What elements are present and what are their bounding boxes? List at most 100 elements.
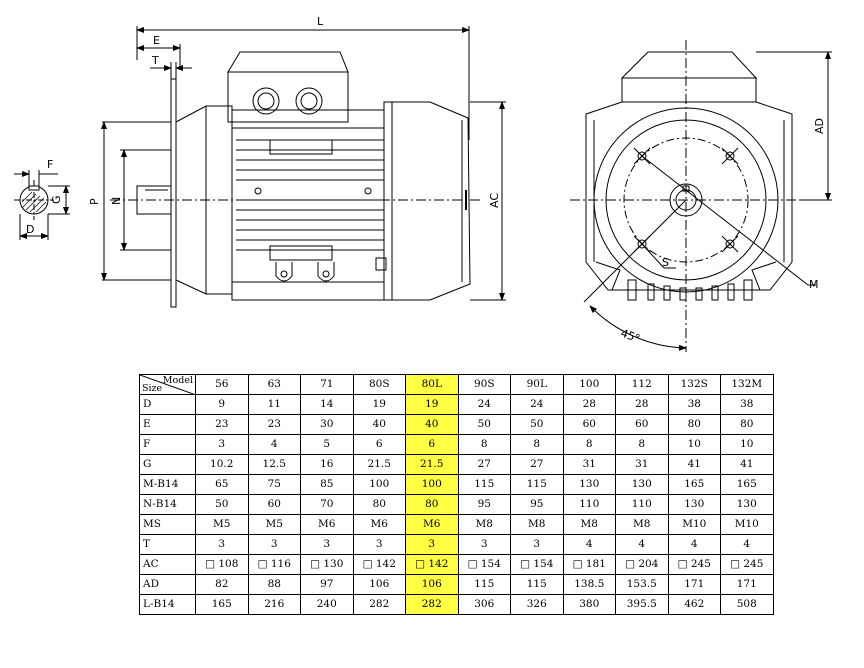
table-cell: □ 204 (615, 554, 669, 575)
table-cell: 10 (667, 434, 721, 455)
row-label-cell: L-B14 (139, 594, 196, 615)
shaft-section-view (14, 170, 70, 240)
table-cell: 21.5 (352, 454, 406, 475)
table-cell: □ 154 (510, 554, 564, 575)
table-cell: □ 142 (352, 554, 406, 575)
row-label-cell: N-B14 (139, 494, 196, 515)
dim-label-F: F (47, 158, 53, 171)
table-cell: 508 (720, 594, 774, 615)
table-cell: M10 (720, 514, 774, 535)
table-cell: 4 (562, 534, 616, 555)
table-cell: 130 (667, 494, 721, 515)
table-cell: 240 (300, 594, 354, 615)
dim-label-AC: AC (488, 193, 501, 208)
table-cell: 306 (457, 594, 511, 615)
table-cell: 110 (615, 494, 669, 515)
table-cell: 4 (720, 534, 774, 555)
table-cell: 10.2 (195, 454, 249, 475)
table-cell: 27 (510, 454, 564, 475)
table-cell: 28 (615, 394, 669, 415)
table-cell: □ 245 (667, 554, 721, 575)
motor-side-view (101, 26, 506, 308)
table-cell: 4 (247, 434, 301, 455)
table-cell: 80 (667, 414, 721, 435)
table-cell: 3 (247, 534, 301, 555)
dim-label-G: G (50, 195, 63, 204)
table-cell: 106 (405, 574, 459, 595)
table-cell: □ 154 (457, 554, 511, 575)
table-cell: □ 130 (300, 554, 354, 575)
table-cell: M5 (247, 514, 301, 535)
table-cell: 165 (720, 474, 774, 495)
model-header-cell: 56 (195, 374, 249, 395)
table-cell: 110 (562, 494, 616, 515)
model-header-cell: 100 (562, 374, 616, 395)
table-cell: 8 (510, 434, 564, 455)
table-cell: 41 (720, 454, 774, 475)
table-cell: 3 (195, 434, 249, 455)
corner-model-label: Model (162, 375, 193, 386)
table-cell: 65 (195, 474, 249, 495)
table-cell: 115 (510, 574, 564, 595)
table-cell: 19 (405, 394, 459, 415)
table-cell: M5 (195, 514, 249, 535)
row-label-cell: AC (139, 554, 196, 575)
table-row: AC□ 108□ 116□ 130□ 142□ 142□ 154□ 154□ 1… (139, 554, 774, 575)
model-header-cell: 80L (405, 374, 459, 395)
table-cell: 4 (615, 534, 669, 555)
table-cell: 3 (510, 534, 564, 555)
table-cell: 8 (457, 434, 511, 455)
table-cell: 50 (195, 494, 249, 515)
table-cell: □ 116 (247, 554, 301, 575)
table-cell: M8 (510, 514, 564, 535)
table-cell: 38 (667, 394, 721, 415)
table-cell: 21.5 (405, 454, 459, 475)
row-label-cell: E (139, 414, 196, 435)
table-cell: 282 (352, 594, 406, 615)
table-cell: 115 (457, 574, 511, 595)
table-cell: 130 (615, 474, 669, 495)
row-label-cell: MS (139, 514, 196, 535)
table-cell: 326 (510, 594, 564, 615)
row-label-cell: G (139, 454, 196, 475)
table-cell: 31 (562, 454, 616, 475)
table-cell: 14 (300, 394, 354, 415)
table-cell: M8 (457, 514, 511, 535)
row-label-cell: T (139, 534, 196, 555)
table-cell: 462 (667, 594, 721, 615)
table-cell: 3 (195, 534, 249, 555)
table-cell: 3 (352, 534, 406, 555)
row-label-cell: AD (139, 574, 196, 595)
table-cell: 40 (352, 414, 406, 435)
dim-label-D: D (26, 223, 34, 236)
table-cell: 5 (300, 434, 354, 455)
table-cell: 75 (247, 474, 301, 495)
table-cell: □ 181 (562, 554, 616, 575)
table-cell: 70 (300, 494, 354, 515)
table-cell: 8 (615, 434, 669, 455)
table-cell: 23 (195, 414, 249, 435)
table-cell: 50 (510, 414, 564, 435)
row-label-cell: D (139, 394, 196, 415)
table-cell: 165 (667, 474, 721, 495)
table-cell: 30 (300, 414, 354, 435)
table-cell: 80 (352, 494, 406, 515)
dim-label-P: P (88, 198, 101, 205)
row-label-cell: M-B14 (139, 474, 196, 495)
table-cell: 106 (352, 574, 406, 595)
table-cell: 19 (352, 394, 406, 415)
table-cell: 95 (457, 494, 511, 515)
model-header-cell: 90L (510, 374, 564, 395)
table-cell: 95 (510, 494, 564, 515)
corner-size-label: Size (142, 382, 163, 394)
table-cell: 8 (562, 434, 616, 455)
table-cell: 6 (405, 434, 459, 455)
table-cell: 24 (457, 394, 511, 415)
table-cell: 31 (615, 454, 669, 475)
motor-front-view (570, 40, 832, 352)
